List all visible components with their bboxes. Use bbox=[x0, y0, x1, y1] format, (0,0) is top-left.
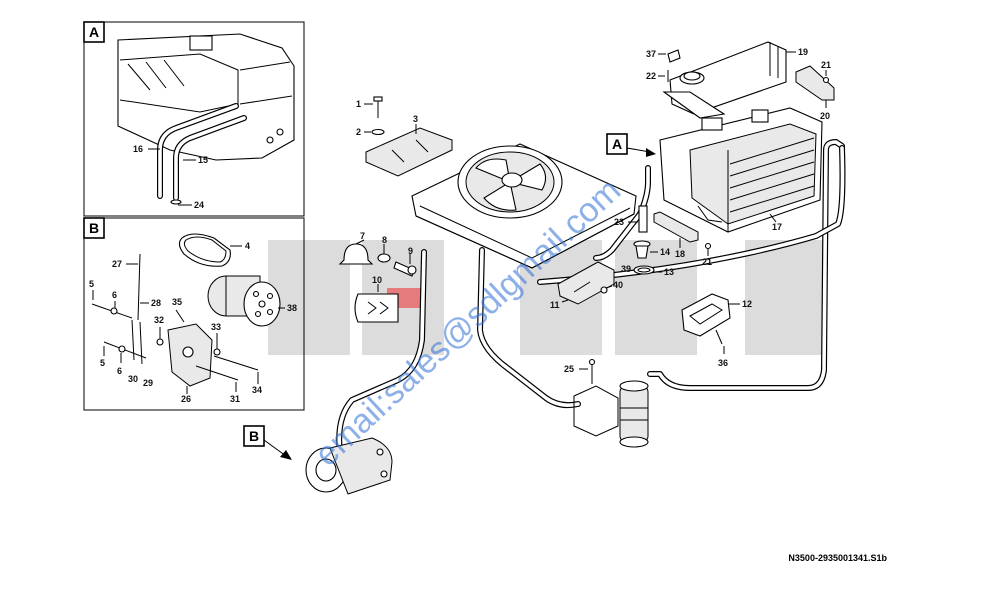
callout-9: 9 bbox=[408, 246, 413, 256]
callout-37: 37 bbox=[646, 49, 656, 59]
callout-2: 2 bbox=[356, 127, 361, 137]
callout-23: 23 bbox=[614, 217, 624, 227]
detail-view-a: A 16 15 24 bbox=[83, 21, 305, 217]
callout-28: 28 bbox=[151, 298, 161, 308]
view-ref-a-label: A bbox=[612, 136, 622, 152]
detail-view-b: B 4 38 26 27 28 5 6 bbox=[83, 217, 305, 411]
callout-40: 40 bbox=[613, 280, 623, 290]
detail-view-a-label: A bbox=[89, 24, 99, 40]
hose-lines bbox=[336, 139, 846, 455]
callout-34: 34 bbox=[252, 385, 262, 395]
view-ref-b-label: B bbox=[249, 428, 259, 444]
view-ref-b: B bbox=[243, 425, 292, 460]
callout-21-upper: 21 bbox=[821, 60, 831, 70]
callout-33: 33 bbox=[211, 322, 221, 332]
callout-6-upper: 6 bbox=[112, 290, 117, 300]
callout-24: 24 bbox=[194, 200, 204, 210]
main-compressor bbox=[305, 437, 393, 495]
detail-view-b-label: B bbox=[89, 220, 99, 236]
callout-17: 17 bbox=[772, 222, 782, 232]
callout-3: 3 bbox=[413, 114, 418, 124]
callout-26: 26 bbox=[181, 394, 191, 404]
callout-39: 39 bbox=[621, 264, 631, 274]
callout-29: 29 bbox=[143, 378, 153, 388]
callout-31: 31 bbox=[230, 394, 240, 404]
callout-7: 7 bbox=[360, 231, 365, 241]
callout-5-upper: 5 bbox=[89, 279, 94, 289]
callout-5-lower: 5 bbox=[100, 358, 105, 368]
bracket-11-group: 11 40 39 bbox=[550, 261, 631, 310]
callout-11: 11 bbox=[550, 300, 560, 310]
callout-38: 38 bbox=[287, 303, 297, 313]
callout-35: 35 bbox=[172, 297, 182, 307]
callout-32: 32 bbox=[154, 315, 164, 325]
callout-18: 18 bbox=[675, 249, 685, 259]
callout-22: 22 bbox=[646, 71, 656, 81]
callout-27: 27 bbox=[112, 259, 122, 269]
bracket-3-group: 1 2 3 bbox=[356, 96, 453, 177]
callout-21-lower: 21 bbox=[702, 257, 712, 267]
callout-14: 14 bbox=[660, 247, 670, 257]
view-ref-a: A bbox=[606, 133, 656, 157]
bracket-12-group: 12 36 bbox=[681, 293, 752, 368]
callout-13: 13 bbox=[664, 267, 674, 277]
background-logo bbox=[268, 240, 827, 355]
grommet-group: 14 13 bbox=[633, 240, 674, 277]
callout-25: 25 bbox=[564, 364, 574, 374]
callout-10: 10 bbox=[372, 275, 382, 285]
callout-8: 8 bbox=[382, 235, 387, 245]
callout-30: 30 bbox=[128, 374, 138, 384]
callout-1: 1 bbox=[356, 99, 361, 109]
condenser-fan-assembly bbox=[411, 143, 637, 269]
callout-36: 36 bbox=[718, 358, 728, 368]
bracket-18-group: 23 18 21 bbox=[614, 205, 712, 267]
heater-box-17: 17 bbox=[659, 107, 823, 233]
callout-19: 19 bbox=[798, 47, 808, 57]
duct-19-group: 37 22 19 bbox=[646, 41, 808, 119]
callout-12: 12 bbox=[742, 299, 752, 309]
callout-4: 4 bbox=[245, 241, 250, 251]
clamp-group: 7 8 9 10 bbox=[338, 231, 417, 323]
bracket-20-group: 21 20 bbox=[795, 60, 835, 121]
receiver-drier-group: 25 bbox=[564, 358, 649, 448]
document-id: N3500-2935001341.S1b bbox=[788, 553, 887, 563]
callout-15: 15 bbox=[198, 155, 208, 165]
callout-16: 16 bbox=[133, 144, 143, 154]
callout-20: 20 bbox=[820, 111, 830, 121]
callout-6-lower: 6 bbox=[117, 366, 122, 376]
